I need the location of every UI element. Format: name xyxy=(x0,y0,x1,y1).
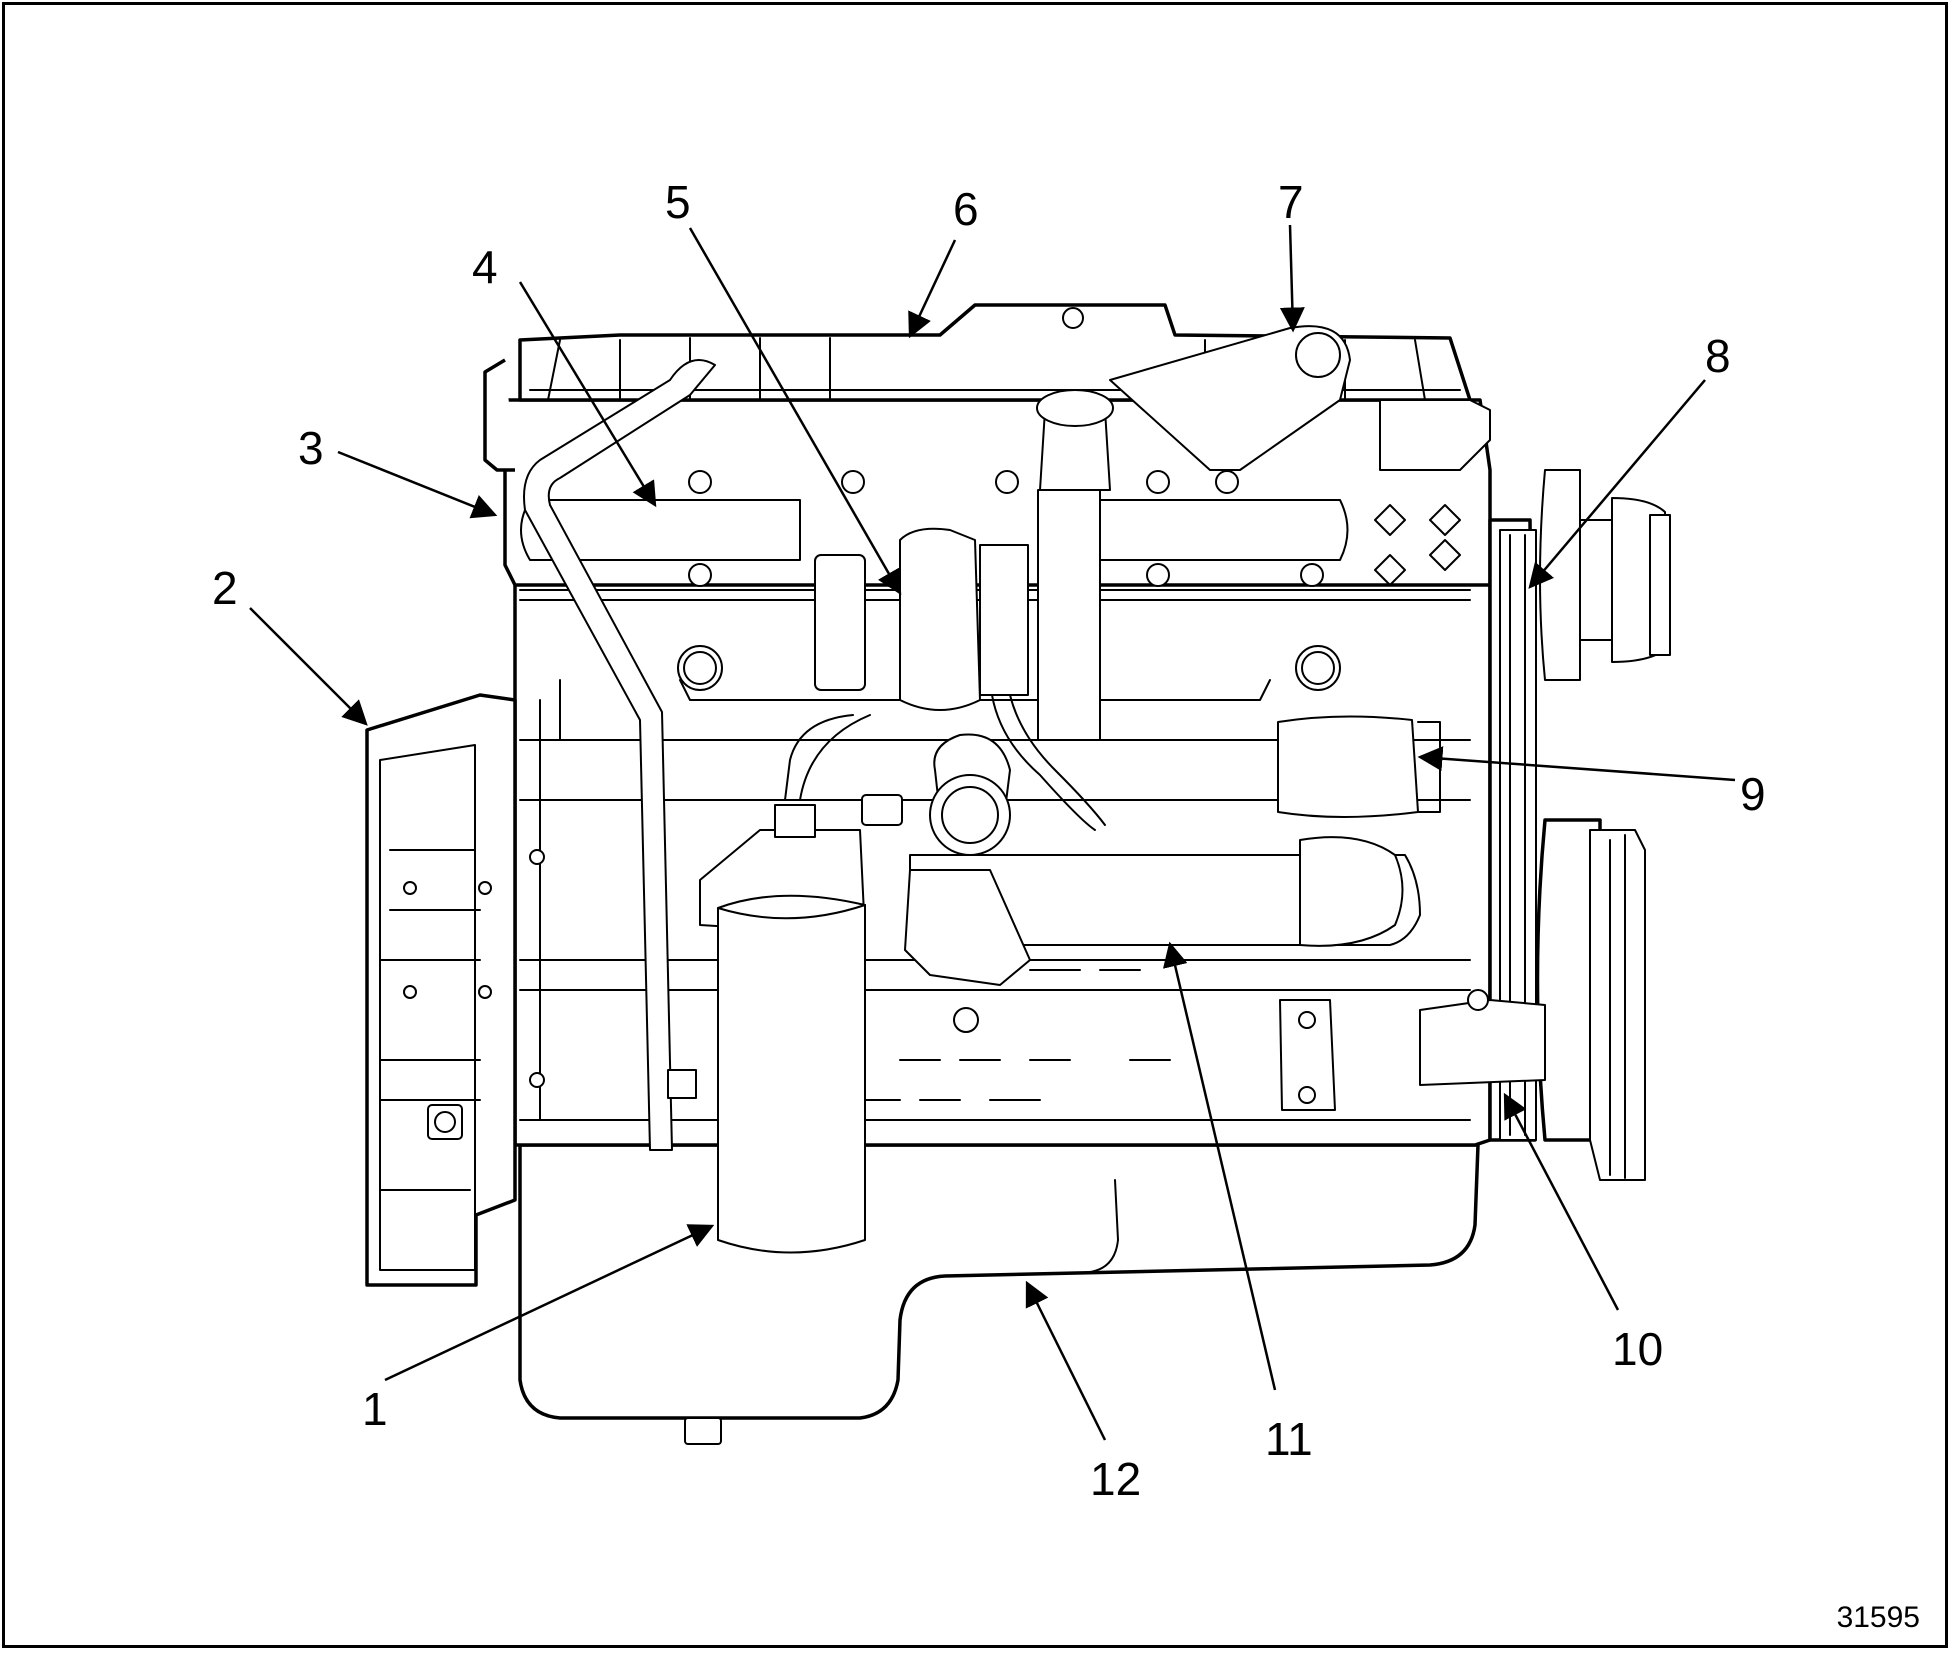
callout-6: 6 xyxy=(953,183,979,235)
callout-leaders xyxy=(249,224,1736,1441)
block-bolt-a xyxy=(529,849,545,865)
callout-5: 5 xyxy=(665,176,691,228)
breather-tube xyxy=(523,359,716,1151)
leader-5 xyxy=(688,227,902,596)
alternator-pivot xyxy=(1467,989,1489,1011)
oil-drain-plug xyxy=(684,1417,722,1445)
fan-hub-face xyxy=(1649,514,1671,656)
block-bolt-b xyxy=(529,1072,545,1088)
leader-2 xyxy=(249,607,368,726)
manifold-bolt-1 xyxy=(688,470,712,494)
callout-7: 7 xyxy=(1278,176,1304,228)
turbo-outlet-clamp xyxy=(1036,389,1114,427)
pad-bolt-1 xyxy=(1298,1011,1316,1029)
manifold-bolt-2 xyxy=(841,470,865,494)
housing-bolt-4 xyxy=(478,985,492,999)
manifold-bolt-5 xyxy=(1215,470,1239,494)
damper-inner xyxy=(1609,834,1626,1179)
leader-6 xyxy=(908,239,957,339)
callout-8: 8 xyxy=(1705,330,1731,382)
flywheel-housing xyxy=(365,693,517,1287)
manifold-bolt-4 xyxy=(1146,470,1170,494)
block-right-pad xyxy=(1279,999,1336,1111)
upper-pulley xyxy=(1539,469,1581,681)
leader-12 xyxy=(1025,1280,1107,1441)
housing-bolt-3 xyxy=(403,985,417,999)
callout-10: 10 xyxy=(1612,1323,1663,1375)
manifold-bolt-6 xyxy=(688,563,712,587)
front-plate-studs xyxy=(1374,504,1461,586)
head-front-plate xyxy=(1379,399,1491,471)
leader-3 xyxy=(337,450,498,519)
callout-2: 2 xyxy=(212,562,238,614)
head-left-cap xyxy=(483,358,515,472)
lifting-eye xyxy=(1295,332,1341,378)
turbocharger-center-housing xyxy=(979,544,1029,696)
housing-bolt-2 xyxy=(478,881,492,895)
fan-hub-ring xyxy=(1579,519,1613,641)
leader-1 xyxy=(384,1224,715,1382)
oil-filter-nut xyxy=(861,794,903,826)
breather-tube-clamp xyxy=(667,1069,697,1099)
core-plug-1-inner xyxy=(683,651,717,685)
air-compressor-cap-inner xyxy=(941,786,999,844)
damper xyxy=(1589,829,1646,1181)
callout-3: 3 xyxy=(298,422,324,474)
oil-pan xyxy=(518,1143,1480,1420)
leader-4 xyxy=(518,281,657,508)
leader-9 xyxy=(1417,746,1736,782)
callout-12: 12 xyxy=(1090,1453,1141,1505)
alternator-bracket xyxy=(1419,999,1546,1086)
exhaust-manifold-right xyxy=(1089,499,1349,561)
oil-filter-top xyxy=(717,904,866,920)
fuel-filter xyxy=(1277,715,1419,818)
turbo-outlet-elbow xyxy=(1037,489,1101,741)
flywheel-housing-detail xyxy=(379,744,481,1271)
manifold-bolt-3 xyxy=(995,470,1019,494)
manifold-bolt-8 xyxy=(1146,563,1170,587)
housing-drain-plug-inner xyxy=(434,1111,456,1133)
housing-bolt-1 xyxy=(403,881,417,895)
callout-4: 4 xyxy=(472,241,498,293)
turbo-flange xyxy=(814,554,866,691)
turbocharger-compressor xyxy=(899,527,981,711)
oil-pan-inner-line xyxy=(1089,1179,1119,1273)
oil-cooler-body xyxy=(909,854,1421,946)
housing-drain-plug xyxy=(427,1104,463,1140)
figure-number: 31595 xyxy=(1837,1601,1920,1634)
callout-1: 1 xyxy=(362,1383,388,1435)
leader-11 xyxy=(1162,941,1277,1391)
engine-illustration xyxy=(365,303,1671,1445)
core-plug-2-inner xyxy=(1301,651,1335,685)
callout-9: 9 xyxy=(1740,768,1766,820)
core-plug-3 xyxy=(953,1007,979,1033)
fuel-line xyxy=(784,714,871,801)
valve-cover-stud xyxy=(1062,307,1084,329)
callout-labels: 1 2 3 4 5 6 7 8 9 10 11 12 xyxy=(212,176,1766,1505)
leader-7 xyxy=(1279,224,1305,333)
leader-8 xyxy=(1528,379,1706,589)
oil-filter-adapter xyxy=(774,804,816,838)
air-compressor-mount xyxy=(904,869,1031,986)
coolant-lines xyxy=(991,694,1106,831)
oil-cooler-endcap xyxy=(1299,836,1404,947)
oil-filter xyxy=(717,894,866,1254)
pad-bolt-2 xyxy=(1298,1086,1316,1104)
callout-11: 11 xyxy=(1265,1413,1313,1465)
leader-10 xyxy=(1503,1092,1620,1311)
manifold-bolt-9 xyxy=(1300,563,1324,587)
